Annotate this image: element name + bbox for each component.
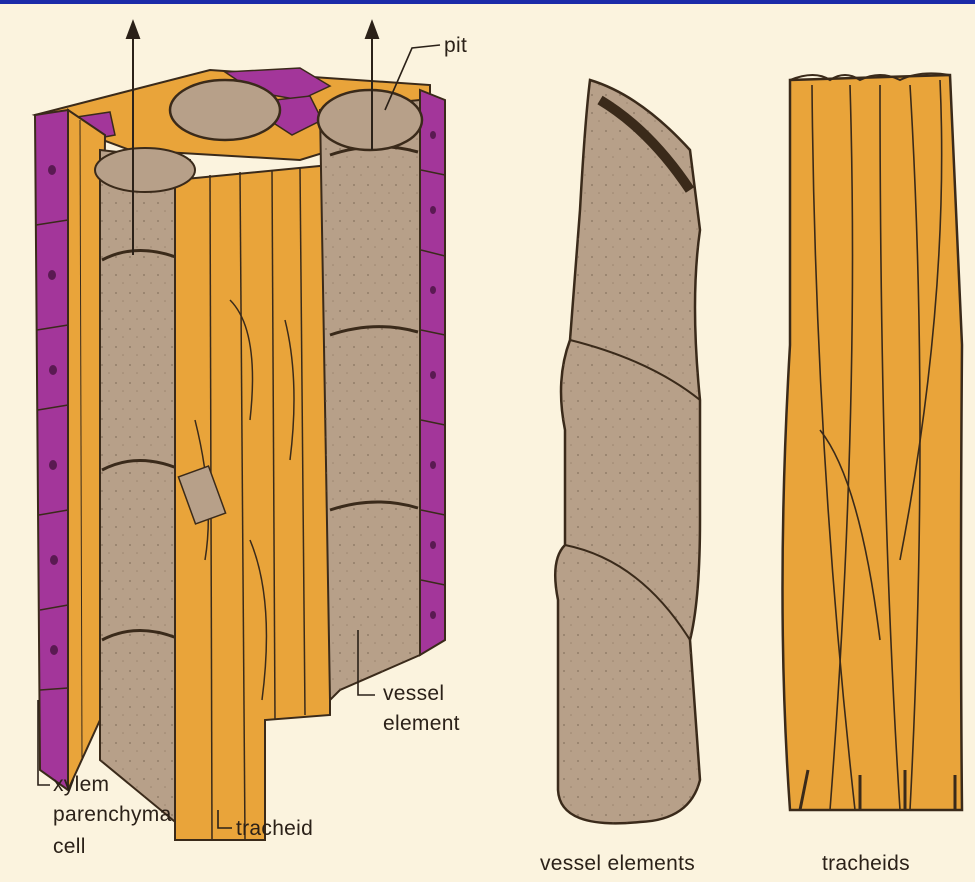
caption-tracheids: tracheids — [822, 851, 910, 877]
label-pit: pit — [444, 33, 467, 59]
label-vessel-element-1: vessel — [383, 681, 444, 707]
tracheids-illustration — [783, 73, 963, 810]
vessel-opening-right — [318, 90, 422, 150]
vessel-opening-center — [170, 80, 280, 140]
label-xylem-1: xylem — [53, 772, 109, 798]
label-tracheid: tracheid — [236, 816, 313, 842]
label-vessel-element-2: element — [383, 711, 460, 737]
label-xylem-2: parenchyma — [53, 802, 172, 828]
vessel-opening-left — [95, 148, 195, 192]
caption-vessel-elements: vessel elements — [540, 851, 695, 877]
vessel-elements-illustration — [555, 80, 700, 823]
label-xylem-3: cell — [53, 834, 86, 860]
